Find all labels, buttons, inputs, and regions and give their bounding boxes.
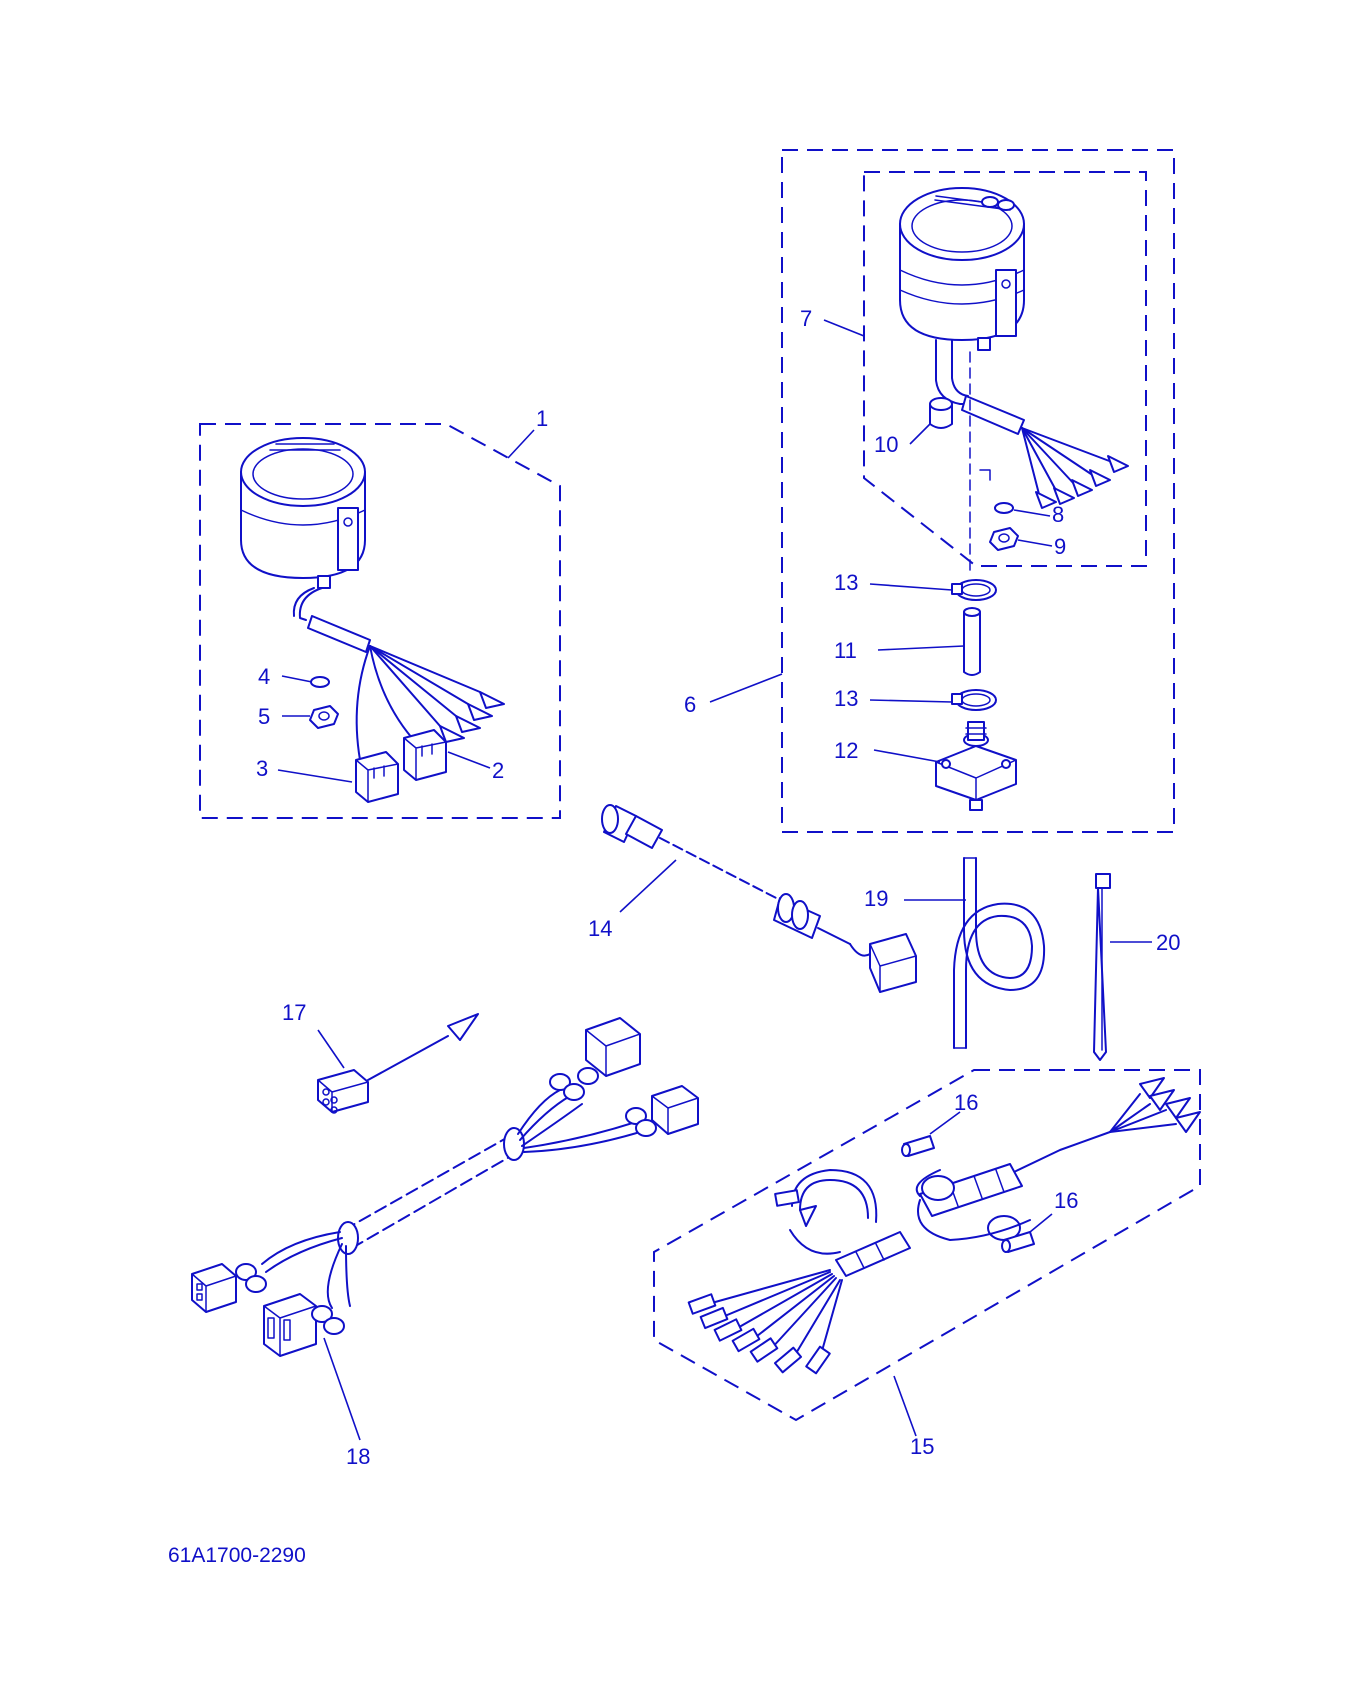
callout-1: 1 (536, 406, 548, 431)
callout-9: 9 (1054, 534, 1066, 559)
group-15-boundary (653, 1069, 1201, 1422)
sensor-12 (935, 721, 1017, 811)
pickup-14 (601, 804, 917, 993)
callout-4: 4 (258, 664, 270, 689)
connector-2 (403, 729, 447, 781)
callout-18: 18 (346, 1444, 370, 1469)
callout-16-upper: 16 (954, 1090, 978, 1115)
callout-5: 5 (258, 704, 270, 729)
callout-2: 2 (492, 758, 504, 783)
callout-13-lower: 13 (834, 686, 858, 711)
callout-3: 3 (256, 756, 268, 781)
harness-15 (687, 1077, 1201, 1375)
nut-5 (309, 705, 339, 729)
gauge-7 (899, 187, 1025, 351)
group-7-boundary (863, 171, 1147, 567)
callout-19: 19 (864, 886, 888, 911)
harness-18 (191, 1017, 699, 1357)
gauge-7-harness (935, 339, 1129, 509)
connector-3 (355, 751, 399, 803)
cable-tie-20 (1093, 873, 1111, 1061)
group-6-boundary (781, 149, 1175, 833)
connector-17 (317, 1013, 479, 1114)
washer-8 (994, 502, 1014, 514)
terminal-16-lower (1001, 1231, 1035, 1253)
tube-19 (953, 857, 1046, 1049)
hose-11 (963, 607, 981, 676)
callout-14: 14 (588, 916, 612, 941)
callout-16-lower: 16 (1054, 1188, 1078, 1213)
callout-15: 15 (910, 1434, 934, 1459)
nut-9 (989, 527, 1019, 551)
callout-7: 7 (800, 306, 812, 331)
callout-10: 10 (874, 432, 898, 457)
gauge-1-harness (292, 587, 505, 761)
callout-8: 8 (1052, 502, 1064, 527)
callout-13-upper: 13 (834, 570, 858, 595)
callout-6: 6 (684, 692, 696, 717)
callout-12: 12 (834, 738, 858, 763)
diagram-code: 61A1700-2290 (168, 1544, 306, 1567)
clamp-13-upper (951, 579, 997, 601)
cap-10 (929, 397, 953, 429)
group-1-boundary (199, 423, 561, 819)
washer-4 (310, 676, 330, 688)
callout-20: 20 (1156, 930, 1180, 955)
terminal-16-upper (901, 1135, 935, 1157)
callout-17: 17 (282, 1000, 306, 1025)
callout-11: 11 (834, 638, 857, 663)
clamp-13-lower (951, 689, 997, 711)
gauge-1 (240, 437, 366, 589)
